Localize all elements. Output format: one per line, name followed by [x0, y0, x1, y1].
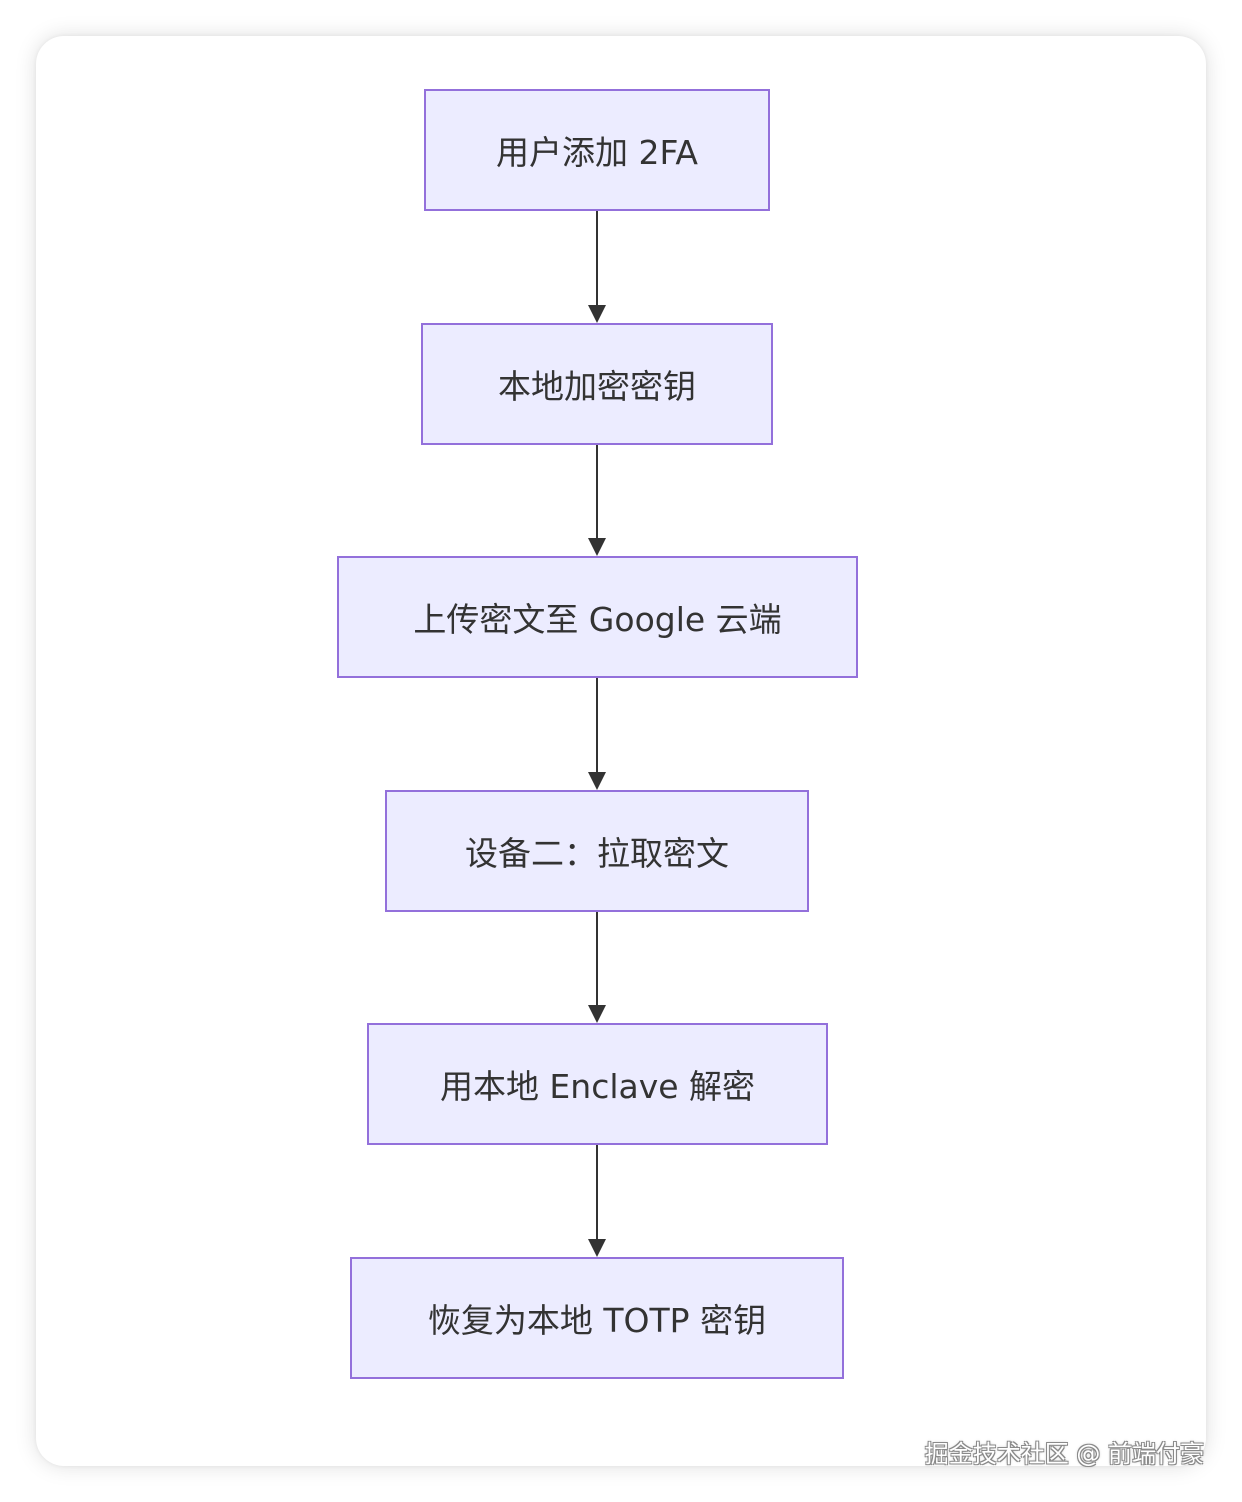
flow-node-encrypt-key: 本地加密密钥 — [421, 323, 773, 445]
flow-node-upload-cloud: 上传密文至 Google 云端 — [337, 556, 858, 678]
node-label: 恢复为本地 TOTP 密钥 — [427, 1301, 767, 1340]
flow-node-enclave-decrypt: 用本地 Enclave 解密 — [367, 1023, 828, 1145]
flow-node-restore-totp: 恢复为本地 TOTP 密钥 — [350, 1257, 844, 1379]
node-label: 用本地 Enclave 解密 — [439, 1067, 756, 1106]
flow-node-add-2fa: 用户添加 2FA — [424, 89, 770, 211]
node-label: 上传密文至 Google 云端 — [413, 600, 782, 639]
node-label: 设备二：拉取密文 — [465, 834, 729, 873]
diagram-card — [36, 36, 1206, 1466]
node-label: 用户添加 2FA — [495, 133, 698, 172]
node-label: 本地加密密钥 — [498, 367, 696, 406]
flow-node-device-pull: 设备二：拉取密文 — [385, 790, 809, 912]
watermark: 掘金技术社区 @ 前端付豪 — [924, 1440, 1204, 1468]
